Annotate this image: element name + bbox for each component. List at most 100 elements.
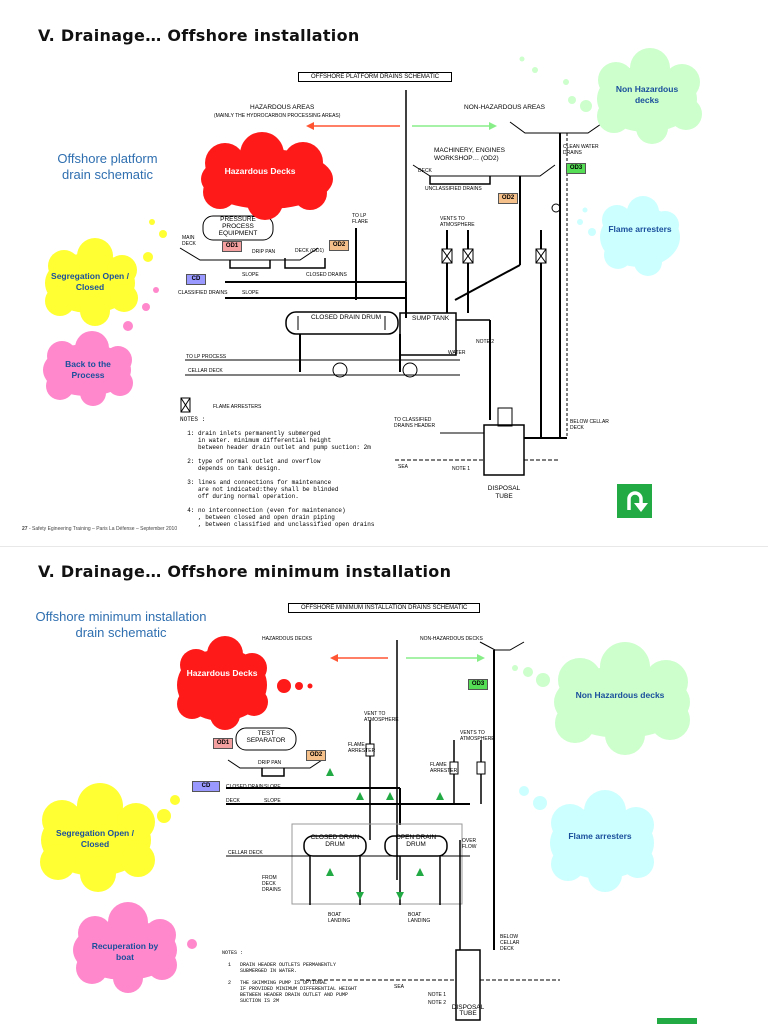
slide-1-subtitle: Offshore platform drain schematic <box>40 151 175 183</box>
closed-drain-drum-2-label: CLOSED DRAIN DRUM <box>310 834 360 848</box>
deck-od1-label: DECK (OD1) <box>295 248 324 254</box>
slide-2-title: V. Drainage… Offshore minimum installati… <box>38 562 452 581</box>
hazardous-cloud-shape <box>201 132 333 220</box>
drip-pan-2-label: DRIP PAN <box>258 760 282 766</box>
subtitle-2-line-2: drain schematic <box>75 625 167 640</box>
pressure-line-3: EQUIPMENT <box>218 230 258 237</box>
subtitle-2-line-1: Offshore minimum installation <box>35 609 207 624</box>
od1-tag: OD1 <box>222 241 242 252</box>
to-classified-label: TO CLASSIFIED DRAINS HEADER <box>394 417 436 429</box>
note2-2-label: NOTE 2 <box>428 1000 447 1006</box>
classified-drains-label: CLASSIFIED DRAINS <box>178 290 228 296</box>
hazardous-2-cloud: Hazardous Decks <box>186 668 258 678</box>
drip-pan-label: DRIP PAN <box>252 249 276 255</box>
schematic-2-title: OFFSHORE MINIMUM INSTALLATION DRAINS SCH… <box>288 603 481 613</box>
slope-label-2: SLOPE <box>242 290 259 296</box>
non-hazardous-2-cloud: Non Hazardous decks <box>575 690 665 700</box>
non-hazardous-areas-label: NON-HAZARDOUS AREAS <box>464 104 545 111</box>
open-drain-drum-label: OPEN DRAIN DRUM <box>395 834 437 848</box>
slide-1: V. Drainage… Offshore installation Offsh… <box>22 26 702 532</box>
recuperation-cloud-shape <box>73 902 197 993</box>
below-cellar-2-label: BELOW CELLAR DECK <box>500 934 520 952</box>
note1-2-label: NOTE 1 <box>428 992 447 998</box>
to-lp-flare-label: TO LP FLARE <box>352 213 369 225</box>
deck-2-label: DECK <box>226 798 240 804</box>
slide-1-schematic <box>179 90 605 476</box>
pressure-line-2: PROCESS <box>222 223 254 230</box>
overflow-label: OVER FLOW <box>462 838 477 850</box>
test-line-2: SEPARATOR <box>246 737 286 744</box>
slide-1-clouds <box>43 48 702 406</box>
closed-drains-label: CLOSED DRAINS <box>306 272 347 278</box>
test-separator-label: TEST SEPARATOR <box>238 730 294 744</box>
od2-workshop-tag: OD2 <box>498 193 518 204</box>
segregation-2-cloud-shape <box>40 783 180 892</box>
workshop-label: WORKSHOP… (OD2) <box>434 155 499 162</box>
od2-tag: OD2 <box>329 240 349 251</box>
subtitle-line-2: drain schematic <box>61 167 154 182</box>
main-deck-label: MAIN DECK <box>182 235 196 247</box>
vents-to-label: VENTS TO ATMOSPHERE <box>460 730 495 742</box>
hazardous-cloud: Hazardous Decks <box>224 166 296 176</box>
back-to-process-cloud: Back to the Process <box>65 359 111 380</box>
disposal-tube-2-label: DISPOSAL TUBE <box>451 1004 485 1017</box>
non-hazardous-2-cloud-shape <box>512 642 690 755</box>
subtitle-line-1: Offshore platform <box>57 151 158 166</box>
notes-2-block: NOTES : 1 DRAIN HEADER OUTLETS PERMANENT… <box>222 950 358 1004</box>
sump-tank-label: SUMP TANK <box>412 315 450 322</box>
return-arrow-2-icon[interactable] <box>657 1018 697 1024</box>
od2-2-tag: OD2 <box>306 750 326 761</box>
schematic-title: OFFSHORE PLATFORM DRAINS SCHEMATIC <box>298 72 453 82</box>
slope-label-b: SLOPE <box>264 798 281 804</box>
slide-2-clouds <box>40 636 690 993</box>
below-cellar-label: BELOW CELLAR DECK <box>570 419 609 431</box>
boat-landing-label-1: BOAT LANDING <box>328 912 351 924</box>
notes-block: NOTES : 1: drain inlets permanently subm… <box>180 416 375 528</box>
closed-drain-label: CLOSED DRAIN <box>226 784 264 790</box>
back-cloud-shape <box>43 287 159 406</box>
sea-label: SEA <box>398 464 409 470</box>
segregation-cloud: Segregation Open / Closed <box>51 271 129 292</box>
flame-2-cloud-shape <box>519 786 654 892</box>
from-deck-drains-label: FROM DECK DRAINS <box>262 875 281 893</box>
disposal-tube-label: DISPOSAL TUBE <box>487 485 521 500</box>
slide-2-schematic <box>226 640 560 1021</box>
note1-label: NOTE 1 <box>452 466 471 472</box>
machinery-label: MACHINERY, ENGINES <box>434 147 505 154</box>
slide-separator <box>0 546 768 547</box>
segregation-2-cloud: Segregation Open / Closed <box>56 828 134 849</box>
sea-2-label: SEA <box>394 984 405 990</box>
od3-tag: OD3 <box>566 163 586 174</box>
non-hazardous-cloud: Non Hazardous decks <box>615 84 679 105</box>
note2-label: NOTE 2 <box>476 339 495 345</box>
boat-landing-label-2: BOAT LANDING <box>408 912 431 924</box>
slide-1-title: V. Drainage… Offshore installation <box>38 26 360 45</box>
footer-text: - Safety Egineering Training – Paris La … <box>27 526 178 532</box>
flame-2-cloud: Flame arresters <box>568 831 632 841</box>
slide-2: V. Drainage… Offshore minimum installati… <box>0 550 768 1024</box>
hazardous-areas-label: HAZARDOUS AREAS <box>250 104 315 111</box>
closed-drain-drum-label: CLOSED DRAIN DRUM <box>311 314 382 321</box>
recuperation-cloud: Recuperation by boat <box>91 941 159 962</box>
vent-to-label: VENT TO ATMOSPHERE <box>364 711 399 723</box>
cellar-deck-2-label: CELLAR DECK <box>228 850 263 856</box>
u-turn-arrow-icon <box>627 491 648 512</box>
cellar-deck-label: CELLAR DECK <box>188 368 223 374</box>
return-arrow-icon[interactable] <box>617 484 652 518</box>
machinery-deck-label: DECK <box>418 168 432 174</box>
flame-arrester-label-1: FLAME ARRESTER <box>348 742 376 754</box>
footer-page: 27 <box>22 526 28 532</box>
footer: 27 - Safety Egineering Training – Paris … <box>22 526 177 532</box>
od1-2-tag: OD1 <box>213 738 233 749</box>
flame-arresters-cloud: Flame arresters <box>608 224 672 234</box>
od3-2-tag: OD3 <box>468 679 488 690</box>
cd-tag: CD <box>186 274 206 285</box>
flame-arresters-legend: FLAME ARRESTERS <box>213 404 262 410</box>
vents-label: VENTS TO ATMOSPHERE <box>440 216 475 228</box>
clean-water-label: CLEAN WATER DRAINS <box>563 144 599 156</box>
water-label: WATER <box>448 350 466 356</box>
to-lp-process-label: TO LP PROCESS <box>186 354 227 360</box>
non-hazardous-decks-label: NON-HAZARDOUS DECKS <box>420 636 483 642</box>
flame-cloud-shape <box>577 196 680 276</box>
slope-label-a: SLOPE <box>264 784 281 790</box>
